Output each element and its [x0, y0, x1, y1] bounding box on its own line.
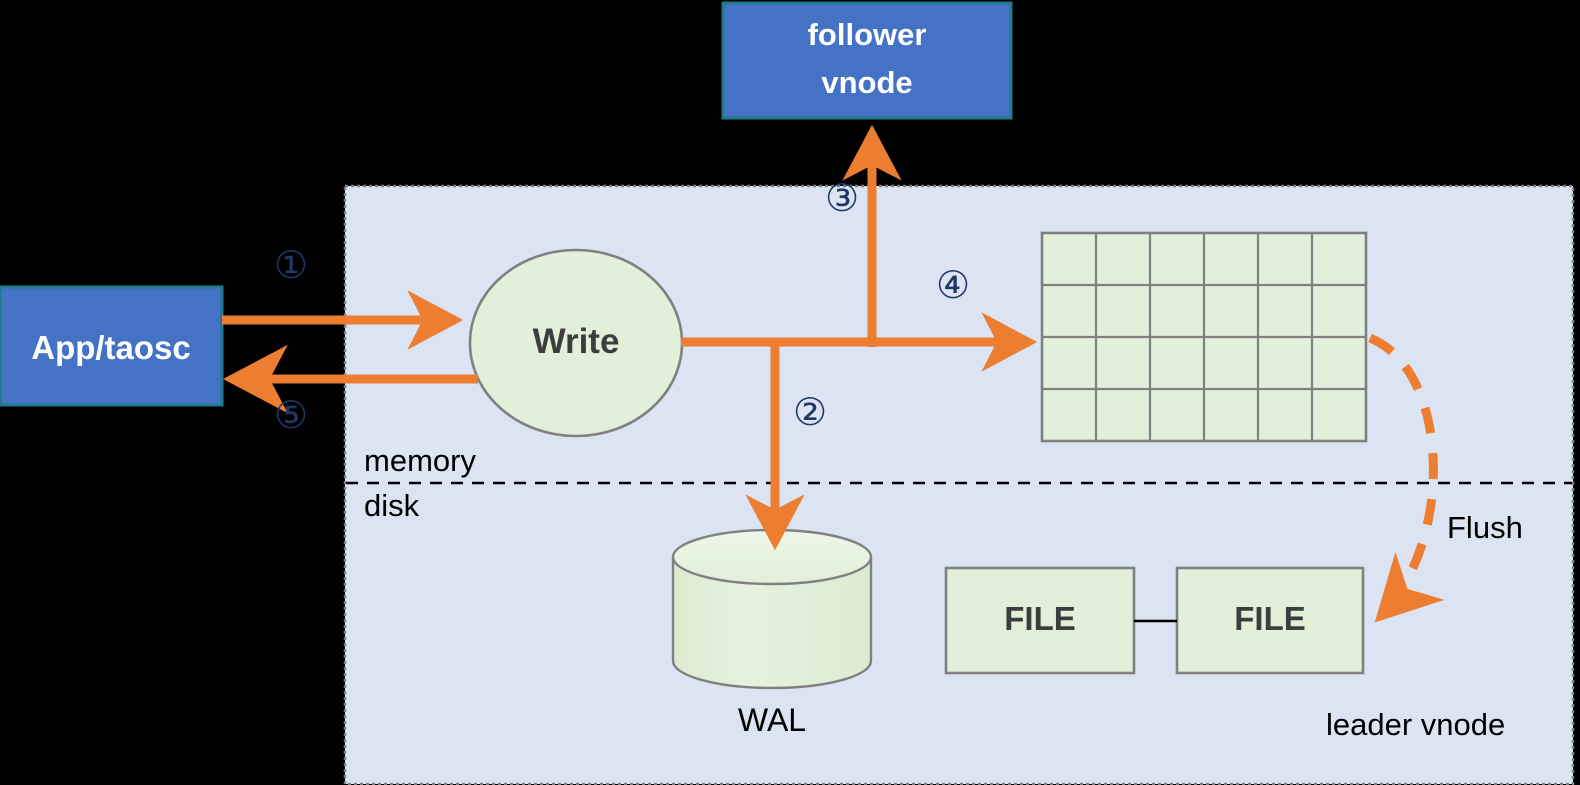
- flush-arrow: [1368, 333, 1445, 623]
- step-number-2: ②: [792, 392, 828, 434]
- step-number-1: ①: [273, 245, 309, 287]
- leader-vnode-caption: leader vnode: [1326, 707, 1506, 742]
- wal-label: WAL: [737, 702, 807, 738]
- file-box-1[interactable]: [944, 566, 1136, 675]
- follower-vnode-label-line2: vnode: [821, 65, 913, 100]
- file-label-2: FILE: [1234, 600, 1306, 637]
- step-number-4: ④: [935, 265, 971, 307]
- step-number-5: ⑤: [273, 395, 309, 437]
- disk-tier-label: disk: [364, 488, 420, 523]
- file-label-1: FILE: [1004, 600, 1076, 637]
- flush-label: Flush: [1447, 510, 1523, 545]
- memtable-grid[interactable]: [1040, 231, 1368, 443]
- app-taosc-box[interactable]: [0, 285, 224, 407]
- wal-cylinder[interactable]: [671, 528, 873, 690]
- memory-tier-label: memory: [364, 443, 476, 478]
- step-number-3: ③: [824, 178, 860, 220]
- write-node-label: Write: [532, 322, 620, 361]
- app-taosc-label: App/taosc: [31, 329, 191, 366]
- follower-vnode-box[interactable]: [721, 1, 1013, 120]
- follower-vnode-label-line1: follower: [807, 17, 927, 52]
